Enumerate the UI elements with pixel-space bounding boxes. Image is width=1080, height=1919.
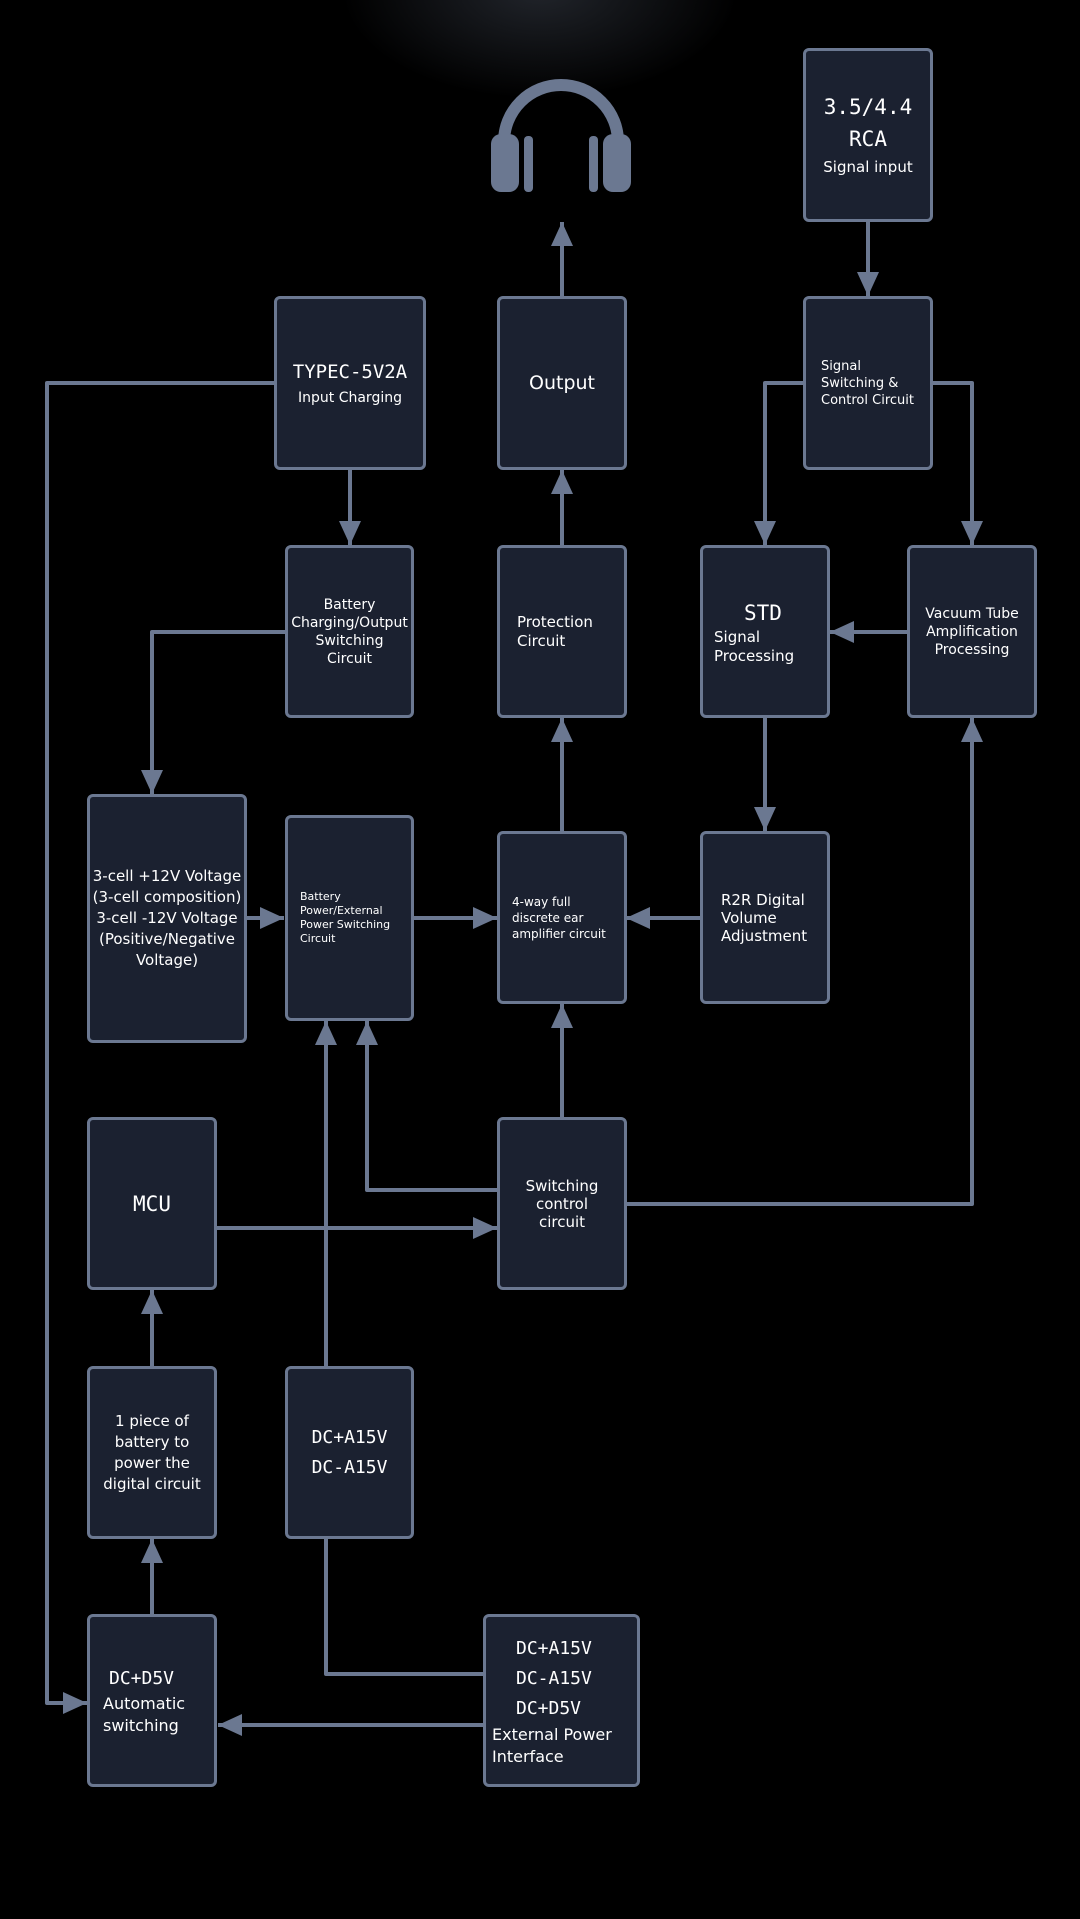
battery-voltage-line-3: 3-cell -12V Voltage [96, 909, 238, 927]
wire-switching-control-to-power-switch [356, 1021, 497, 1192]
signal-input-block: 3.5/4.4 RCA Signal input [803, 48, 933, 222]
output-label: Output [529, 372, 595, 394]
typec-charging-block: TYPEC-5V2A Input Charging [274, 296, 426, 470]
vacuum-tube-line-2: Amplification [926, 623, 1018, 640]
dc-d5v-line-2: Automatic [103, 1693, 186, 1713]
external-power-line-5: Interface [492, 1746, 564, 1766]
ear-amplifier-block: 4-way full discrete ear amplifier circui… [497, 831, 627, 1004]
signal-input-line-1: 3.5/4.4 [823, 95, 913, 119]
mcu-label: MCU [133, 1191, 171, 1216]
digital-battery-line-1: 1 piece of [115, 1411, 189, 1430]
power-switching-line-1: Battery [300, 890, 341, 903]
typec-line-1: TYPEC-5V2A [292, 361, 408, 383]
external-power-line-2: DC-A15V [516, 1667, 592, 1689]
switching-control-block: Switching control circuit [497, 1117, 627, 1290]
wire-switching-control-to-tube [627, 718, 983, 1206]
wire-battery-switch-to-voltage [141, 630, 285, 794]
dc-a15v-block: DC+A15V DC-A15V [285, 1366, 414, 1539]
signal-switching-line-3: Control Circuit [821, 392, 914, 408]
external-power-block: DC+A15V DC-A15V DC+D5V External Power In… [483, 1614, 640, 1787]
external-power-line-3: DC+D5V [516, 1697, 582, 1719]
battery-voltage-line-2: (3-cell composition) [92, 888, 242, 906]
wire-external-to-dc-a15v [324, 1539, 483, 1676]
digital-battery-line-2: battery to [114, 1432, 190, 1451]
amplifier-line-1: 4-way full [512, 894, 571, 909]
r2r-volume-block: R2R Digital Volume Adjustment [700, 831, 830, 1004]
signal-input-line-3: Signal input [823, 158, 913, 176]
dc-a15v-line-2: DC-A15V [311, 1456, 388, 1478]
protection-line-2: Circuit [517, 631, 566, 650]
wire-switching-to-tube [933, 381, 983, 545]
std-signal-processing-block: STD Signal Processing [700, 545, 830, 718]
battery-charging-line-2: Charging/Output [291, 614, 408, 631]
digital-battery-block: 1 piece of battery to power the digital … [87, 1366, 217, 1539]
dc-d5v-switching-block: DC+D5V Automatic switching [87, 1614, 217, 1787]
std-line-2: Signal [714, 627, 761, 646]
power-switching-line-3: Power Switching [300, 918, 391, 931]
protection-circuit-block: Protection Circuit [497, 545, 627, 718]
battery-voltage-line-5: Voltage) [135, 951, 199, 969]
power-switching-block: Battery Power/External Power Switching C… [285, 815, 414, 1021]
amplifier-line-2: discrete ear [512, 910, 584, 925]
switching-control-line-3: circuit [538, 1212, 586, 1231]
vacuum-tube-block: Vacuum Tube Amplification Processing [907, 545, 1037, 718]
switching-control-line-2: control [536, 1194, 588, 1213]
std-line-1: STD [744, 600, 782, 625]
battery-charging-line-3: Switching [315, 632, 384, 649]
protection-line-1: Protection [517, 612, 593, 631]
mcu-block: MCU [87, 1117, 217, 1290]
amplifier-line-3: amplifier circuit [512, 926, 606, 941]
dc-d5v-line-3: switching [103, 1715, 179, 1735]
battery-charging-line-4: Circuit [326, 650, 373, 667]
battery-charging-line-1: Battery [323, 596, 376, 613]
headphones-icon [491, 79, 631, 192]
r2r-line-2: Volume [721, 908, 777, 927]
digital-battery-line-4: digital circuit [103, 1474, 201, 1493]
battery-charging-switch-block: Battery Charging/Output Switching Circui… [285, 545, 414, 718]
signal-switching-block: Signal Switching & Control Circuit [803, 296, 933, 470]
switching-control-line-1: Switching [525, 1176, 599, 1195]
power-switching-line-4: Circuit [300, 932, 336, 945]
battery-voltage-block: 3-cell +12V Voltage (3-cell composition)… [87, 794, 247, 1043]
vacuum-tube-line-3: Processing [934, 641, 1010, 658]
battery-voltage-line-4: (Positive/Negative [98, 930, 236, 948]
std-line-3: Processing [714, 646, 795, 665]
vacuum-tube-line-1: Vacuum Tube [925, 605, 1019, 622]
r2r-line-3: Adjustment [721, 926, 808, 945]
r2r-line-1: R2R Digital [721, 890, 805, 909]
external-power-line-4: External Power [492, 1724, 612, 1744]
wire-switching-to-std [754, 381, 803, 545]
signal-switching-line-1: Signal [821, 358, 861, 374]
typec-line-2: Input Charging [298, 390, 402, 406]
dc-d5v-line-1: DC+D5V [109, 1667, 175, 1689]
output-block: Output [497, 296, 627, 470]
dc-a15v-line-1: DC+A15V [311, 1426, 388, 1448]
wire-typec-to-d5v [45, 381, 274, 1714]
signal-switching-line-2: Switching & [821, 375, 899, 391]
power-switching-line-2: Power/External [300, 904, 383, 917]
external-power-line-1: DC+A15V [516, 1637, 592, 1659]
signal-input-line-2: RCA [849, 127, 887, 151]
digital-battery-line-3: power the [114, 1453, 190, 1472]
battery-voltage-line-1: 3-cell +12V Voltage [92, 867, 242, 885]
